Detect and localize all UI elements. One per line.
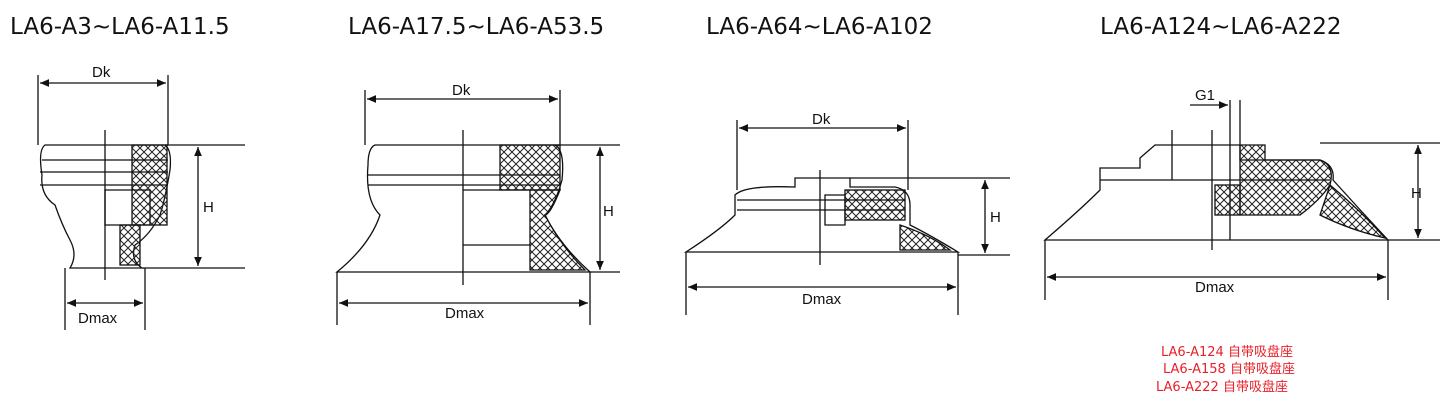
drawing-medium-cup bbox=[335, 90, 620, 325]
title-medium-cup: LA6-A17.5~LA6-A53.5 bbox=[348, 14, 605, 40]
dk-label: Dk bbox=[812, 111, 831, 128]
h-label: H bbox=[1411, 185, 1422, 202]
g1-label: G1 bbox=[1195, 87, 1215, 104]
dmax-label: Dmax bbox=[1195, 279, 1235, 296]
dmax-label: Dmax bbox=[445, 305, 485, 322]
title-xlarge-cup: LA6-A124~LA6-A222 bbox=[1100, 14, 1342, 40]
note-a158: LA6-A158 自带吸盘座 bbox=[1163, 362, 1295, 377]
drawing-small-cup bbox=[37, 75, 245, 330]
note-a222: LA6-A222 自带吸盘座 bbox=[1156, 380, 1288, 395]
dmax-label: Dmax bbox=[78, 310, 118, 327]
dmax-label: Dmax bbox=[802, 291, 842, 308]
note-a124: LA6-A124 自带吸盘座 bbox=[1161, 345, 1293, 360]
h-label: H bbox=[603, 203, 614, 220]
title-large-cup: LA6-A64~LA6-A102 bbox=[706, 14, 933, 40]
h-label: H bbox=[990, 209, 1001, 226]
drawing-xlarge-cup bbox=[1043, 100, 1440, 300]
title-small-cup: LA6-A3~LA6-A11.5 bbox=[10, 14, 230, 40]
dk-label: Dk bbox=[92, 64, 111, 81]
dk-label: Dk bbox=[452, 82, 471, 99]
h-label: H bbox=[203, 199, 214, 216]
drawing-large-cup bbox=[683, 120, 1010, 315]
